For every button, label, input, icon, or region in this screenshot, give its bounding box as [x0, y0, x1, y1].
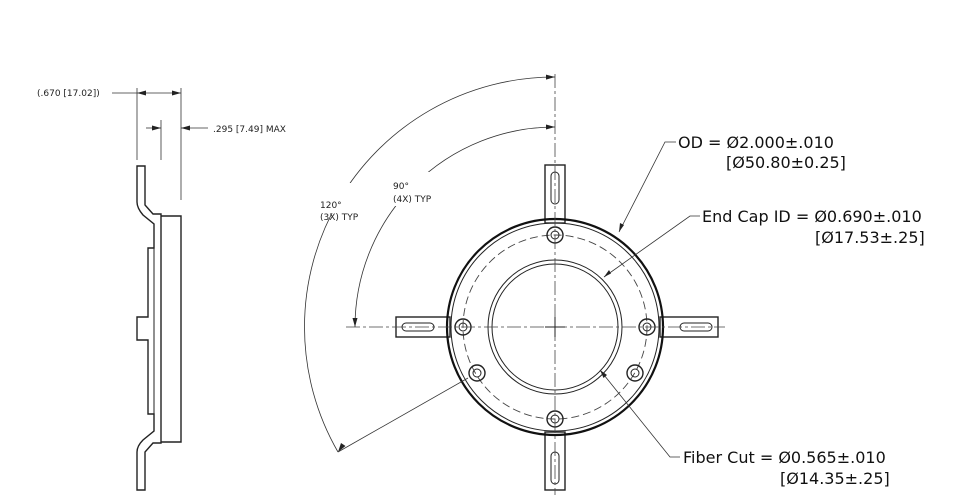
side-view: (.670 [17.02]) .295 [7.49] MAX: [37, 88, 286, 491]
side-view-profile: [136, 165, 162, 491]
od-callout-line1: OD = Ø2.000±.010: [678, 133, 834, 152]
callouts: OD = Ø2.000±.010 [Ø50.80±0.25] End Cap I…: [599, 133, 925, 488]
end-cap-leader: [603, 215, 700, 278]
arrowhead: [181, 125, 190, 131]
arrowhead: [600, 370, 607, 378]
arrowhead: [172, 90, 181, 96]
angle-120-value: 120°: [320, 201, 342, 211]
end-cap-callout-line2: [Ø17.53±.25]: [815, 228, 925, 247]
arrowhead: [619, 223, 624, 232]
end-cap-callout-line1: End Cap ID = Ø0.690±.010: [702, 207, 922, 226]
extension-line-120: [337, 377, 469, 453]
angle-120-note: (3X) TYP: [320, 213, 359, 223]
arrowhead: [137, 90, 146, 96]
fiber-cut-callout-line2: [Ø14.35±.25]: [780, 469, 890, 488]
overall-thickness-label: (.670 [17.02]): [37, 89, 100, 99]
label-mask-90: [390, 172, 440, 206]
label-mask-120: [316, 183, 374, 213]
fiber-cut-callout-line1: Fiber Cut = Ø0.565±.010: [683, 448, 886, 467]
od-leader: [618, 141, 676, 233]
angle-90-note: (4X) TYP: [393, 195, 432, 205]
arrowhead: [546, 74, 555, 80]
angle-dimensions: 120° (3X) TYP 90° (4X) TYP: [304, 74, 556, 453]
arrowhead: [352, 318, 358, 327]
arrowhead: [152, 125, 161, 131]
arrowhead: [604, 270, 611, 277]
front-view: [346, 74, 725, 495]
arrowhead: [546, 124, 555, 130]
angle-arc-120: [304, 76, 556, 453]
plate-thickness-label: .295 [7.49] MAX: [213, 125, 286, 135]
side-view-plate: [161, 215, 182, 443]
arrowhead: [338, 443, 346, 452]
angle-90-value: 90°: [393, 182, 409, 192]
fiber-cut-leader: [599, 369, 680, 458]
od-callout-line2: [Ø50.80±0.25]: [726, 153, 846, 172]
